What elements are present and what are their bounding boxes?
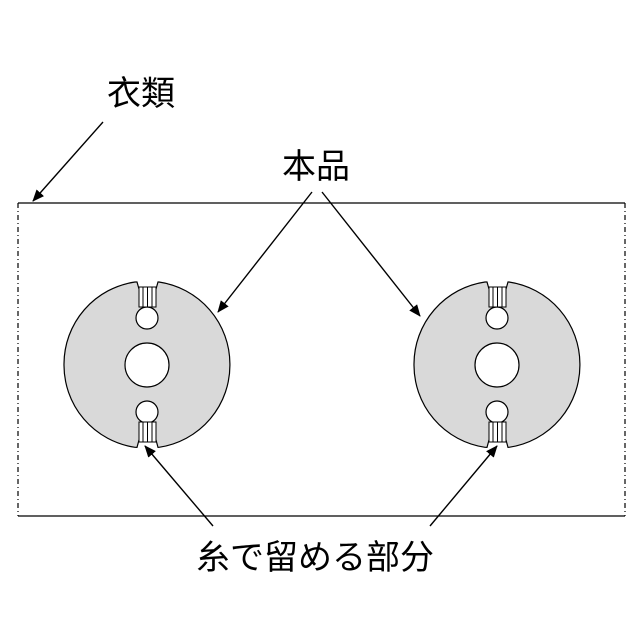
label-product: 本品 bbox=[282, 147, 350, 187]
arrow-clothing bbox=[33, 122, 103, 201]
stitch-hole-bottom bbox=[136, 401, 158, 423]
thread-stitch-bottom bbox=[139, 422, 156, 442]
arrow-product-left bbox=[218, 192, 312, 312]
stitch-hole-top bbox=[136, 307, 158, 329]
product-disc-left bbox=[64, 282, 230, 447]
stitch-hole-top bbox=[486, 307, 508, 329]
arrow-thread-left bbox=[145, 446, 213, 526]
center-hole bbox=[475, 343, 519, 387]
product-disc-right bbox=[414, 282, 580, 447]
thread-stitch-top bbox=[489, 287, 506, 307]
label-sew-with-thread: 糸で留める部分 bbox=[196, 538, 434, 578]
arrow-thread-right bbox=[430, 446, 497, 526]
thread-stitch-top bbox=[139, 287, 156, 307]
arrow-product-right bbox=[322, 192, 420, 316]
label-clothing: 衣類 bbox=[107, 74, 175, 114]
stitch-hole-bottom bbox=[486, 401, 508, 423]
thread-stitch-bottom bbox=[489, 422, 506, 442]
center-hole bbox=[125, 343, 169, 387]
